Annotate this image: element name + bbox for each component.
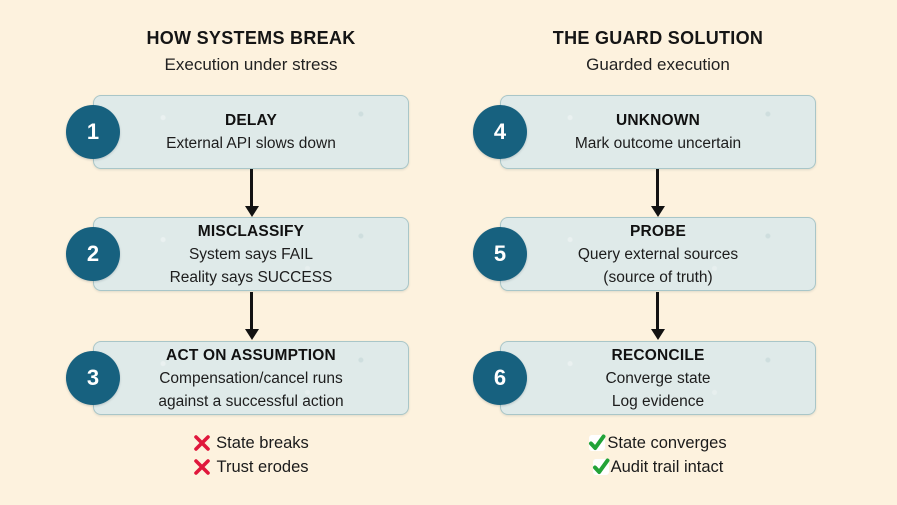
check-icon xyxy=(592,458,610,475)
outcome-label: State converges xyxy=(607,433,727,452)
step-number: 2 xyxy=(86,241,100,266)
step-title: ACT ON ASSUMPTION xyxy=(166,346,336,364)
step-line: Mark outcome uncertain xyxy=(574,135,742,152)
step-number: 4 xyxy=(493,119,507,144)
step-line: against a successful action xyxy=(158,392,344,410)
step-title: PROBE xyxy=(629,222,687,240)
arrow-head-icon xyxy=(245,329,259,340)
arrow-connector xyxy=(250,292,253,330)
step-title: RECONCILE xyxy=(611,346,705,364)
step-box-act-on-assumption: ACT ON ASSUMPTION Compensation/cancel ru… xyxy=(93,341,409,415)
step-number: 5 xyxy=(493,241,507,266)
arrow-head-icon xyxy=(245,206,259,217)
step-line: Query external sources xyxy=(577,245,739,263)
step-line: System says FAIL xyxy=(188,245,314,263)
left-column-title: HOW SYSTEMS BREAK xyxy=(146,28,356,48)
cross-icon xyxy=(193,434,211,452)
arrow-head-icon xyxy=(651,206,665,217)
step-number: 1 xyxy=(86,119,100,144)
step-number: 3 xyxy=(86,365,100,390)
check-icon xyxy=(589,434,606,451)
right-column-title: THE GUARD SOLUTION xyxy=(552,28,764,48)
step-number-badge: 2 xyxy=(66,227,120,281)
outcome-row: Trust erodes xyxy=(93,456,409,478)
left-column-subtitle: Execution under stress xyxy=(164,55,338,74)
step-box-probe: PROBE Query external sources (source of … xyxy=(500,217,816,291)
cross-icon xyxy=(193,458,211,476)
step-number-badge: 1 xyxy=(66,105,120,159)
outcome-label: State breaks xyxy=(216,433,309,452)
left-outcomes: State breaks Trust erodes xyxy=(93,432,409,478)
arrow-head-icon xyxy=(651,329,665,340)
step-number-badge: 4 xyxy=(473,105,527,159)
step-line: Reality says SUCCESS xyxy=(169,268,333,286)
step-line: Log evidence xyxy=(611,392,705,410)
step-line: Compensation/cancel runs xyxy=(159,369,343,387)
step-number-badge: 6 xyxy=(473,351,527,405)
step-line: (source of truth) xyxy=(603,268,713,286)
step-line: Converge state xyxy=(605,369,711,387)
right-outcomes: State converges Audit trail intact xyxy=(500,432,816,478)
outcome-label: Audit trail intact xyxy=(610,457,724,476)
arrow-connector xyxy=(250,169,253,207)
right-column-subtitle: Guarded execution xyxy=(586,55,730,74)
step-line: External API slows down xyxy=(166,135,336,152)
outcome-label: Trust erodes xyxy=(216,457,309,476)
step-number-badge: 3 xyxy=(66,351,120,405)
step-box-delay: DELAY External API slows down xyxy=(93,95,409,169)
step-title: UNKNOWN xyxy=(615,112,701,129)
arrow-connector xyxy=(656,169,659,207)
step-box-misclassify: MISCLASSIFY System says FAIL Reality say… xyxy=(93,217,409,291)
outcome-row: Audit trail intact xyxy=(500,456,816,478)
step-box-reconcile: RECONCILE Converge state Log evidence xyxy=(500,341,816,415)
step-title: MISCLASSIFY xyxy=(197,222,305,240)
outcome-row: State breaks xyxy=(93,432,409,454)
step-number-badge: 5 xyxy=(473,227,527,281)
step-title: DELAY xyxy=(224,112,278,129)
arrow-connector xyxy=(656,292,659,330)
outcome-row: State converges xyxy=(500,432,816,454)
step-box-unknown: UNKNOWN Mark outcome uncertain xyxy=(500,95,816,169)
step-number: 6 xyxy=(493,365,507,390)
